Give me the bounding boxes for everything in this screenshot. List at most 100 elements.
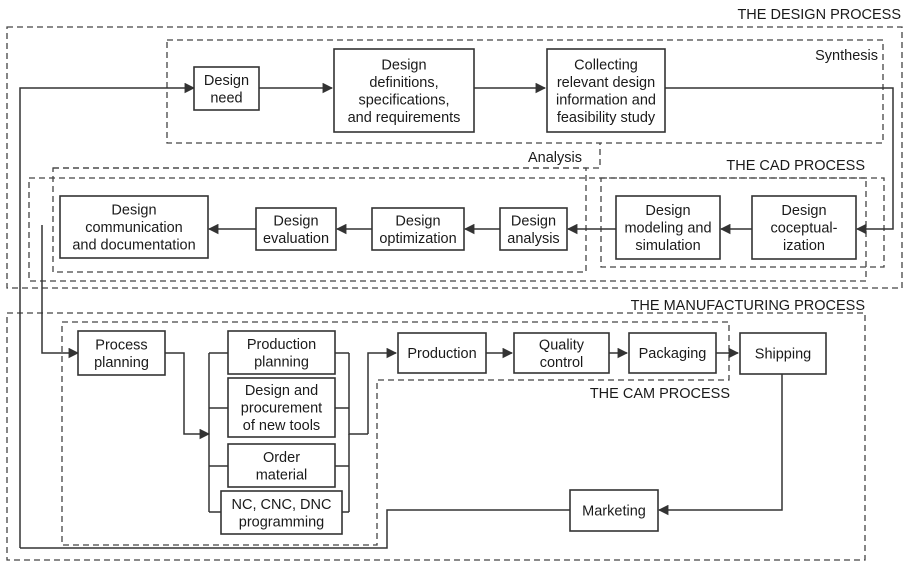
production-planning-line: planning: [254, 354, 309, 370]
arrow-communication-to-process-planning: [41, 225, 80, 359]
design-communication-line: and documentation: [72, 238, 195, 254]
design-procurement-line: of new tools: [243, 418, 320, 434]
box-marketing-label: Marketing: [582, 504, 646, 520]
design-procurement-line: Design and: [245, 383, 318, 399]
order-material-line: material: [256, 467, 308, 483]
design-modeling-line: Design: [645, 203, 690, 219]
box-process-planning: Process planning: [77, 330, 166, 376]
collecting-info-line: feasibility study: [557, 110, 656, 126]
production-line: Production: [407, 346, 476, 362]
connectors: [19, 82, 894, 549]
design-optimization-line: Design: [395, 213, 440, 229]
nc-programming-line: NC, CNC, DNC: [232, 497, 332, 513]
design-procurement-line: procurement: [241, 401, 322, 417]
design-need-line: Design: [204, 73, 249, 89]
design-analysis-line: analysis: [507, 231, 559, 247]
arrow-shipping-to-marketing: [657, 374, 783, 516]
manufacturing-process-label: THE MANUFACTURING PROCESS: [631, 298, 865, 314]
box-design-optimization: Design optimization: [371, 207, 465, 251]
shipping-line: Shipping: [755, 347, 811, 363]
production-planning-line: Production: [247, 337, 316, 353]
design-conceptualization-line: Design: [781, 203, 826, 219]
design-communication-line: Design: [111, 203, 156, 219]
design-definitions-line: Design: [381, 57, 426, 73]
manufacturing-process-region: [6, 312, 866, 561]
design-modeling-line: modeling and: [624, 221, 711, 237]
collecting-info-line: Collecting: [574, 57, 638, 73]
box-design-analysis-label: Design analysis: [507, 213, 559, 247]
box-design-optimization-label: Design optimization: [379, 213, 456, 247]
box-shipping: Shipping: [739, 332, 827, 375]
collecting-info-line: relevant design: [557, 75, 655, 91]
quality-control-line: Quality: [539, 337, 585, 353]
arrow-marketing-feedback: [20, 509, 570, 549]
design-need-line: need: [210, 90, 242, 106]
design-optimization-line: optimization: [379, 231, 456, 247]
process-planning-line: Process: [95, 337, 147, 353]
feedback-arrow-to-design-need: [19, 82, 196, 548]
box-packaging-label: Packaging: [639, 346, 707, 362]
box-quality-control: Quality control: [513, 332, 610, 374]
cad-process-inner-region: [600, 177, 885, 268]
cam-process-label: THE CAM PROCESS: [590, 386, 730, 402]
design-conceptualization-line: ization: [783, 238, 825, 254]
box-process-planning-label: Process planning: [94, 337, 149, 371]
design-process-label: THE DESIGN PROCESS: [737, 7, 901, 23]
box-quality-control-label: Quality control: [539, 337, 585, 371]
packaging-line: Packaging: [639, 346, 707, 362]
marketing-line: Marketing: [582, 504, 646, 520]
box-design-evaluation: Design evaluation: [255, 207, 337, 251]
box-packaging: Packaging: [628, 332, 717, 374]
nc-programming-line: programming: [239, 514, 324, 530]
right-bracket-upper: [348, 353, 368, 435]
design-evaluation-line: Design: [273, 213, 318, 229]
box-design-evaluation-label: Design evaluation: [263, 213, 329, 247]
quality-control-line: control: [540, 355, 584, 371]
collecting-info-line: information and: [556, 92, 656, 108]
box-production-label: Production: [407, 346, 476, 362]
process-planning-line: planning: [94, 355, 149, 371]
box-design-conceptualization: Design coceptual-ization: [751, 195, 857, 260]
box-production: Production: [397, 332, 487, 374]
design-communication-line: communication: [85, 220, 183, 236]
design-process-region: [6, 26, 903, 289]
arrow-process-planning-to-bracket: [165, 352, 211, 440]
analysis-label: Analysis: [528, 150, 582, 166]
design-evaluation-line: evaluation: [263, 231, 329, 247]
design-analysis-line: Design: [511, 213, 556, 229]
analysis-region-top: [53, 143, 601, 169]
box-design-analysis: Design analysis: [499, 207, 568, 251]
arrow-collecting-to-conceptualization: [665, 87, 894, 235]
arrow-bracket-to-production: [367, 347, 398, 434]
synthesis-region: [166, 39, 884, 144]
box-marketing: Marketing: [569, 489, 659, 532]
box-design-conceptualization-label: Design coceptual-ization: [771, 203, 838, 254]
box-shipping-label: Shipping: [755, 347, 811, 363]
cad-process-label: THE CAD PROCESS: [726, 158, 865, 174]
design-definitions-line: and requirements: [348, 110, 461, 126]
design-conceptualization-line: coceptual-: [771, 221, 838, 237]
design-definitions-line: definitions,: [369, 75, 438, 91]
analysis-region: [52, 167, 587, 273]
design-modeling-line: simulation: [635, 238, 700, 254]
